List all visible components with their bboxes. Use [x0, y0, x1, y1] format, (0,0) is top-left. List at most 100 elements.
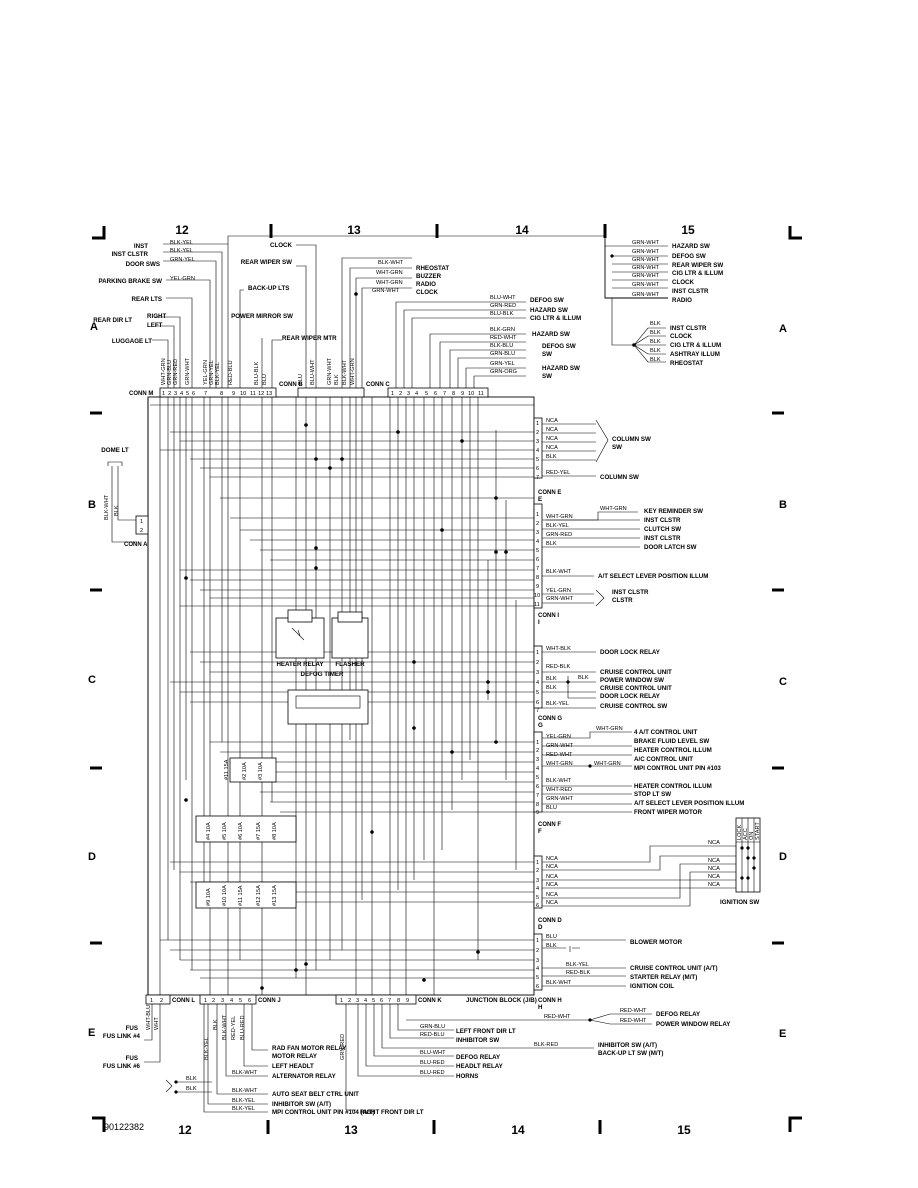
grid-row-e-left: E [88, 1027, 95, 1039]
svg-text:1: 1 [536, 512, 539, 518]
svg-text:AUTO SEAT BELT CTRL UNIT: AUTO SEAT BELT CTRL UNIT [272, 1091, 359, 1098]
svg-text:10: 10 [468, 391, 474, 397]
svg-text:HAZARD SW: HAZARD SW [532, 331, 570, 338]
svg-text:WHT-GRN: WHT-GRN [376, 280, 403, 286]
svg-text:GRN-RED: GRN-RED [546, 532, 572, 538]
top-center-list: BLK-WHT RHEOSTAT WHT-GRN BUZZER WHT-GRN … [341, 257, 449, 388]
svg-text:2: 2 [168, 391, 171, 397]
luggage-lt-label: LUGGAGE LT [112, 338, 152, 345]
svg-text:RED-WHT: RED-WHT [620, 1018, 647, 1024]
svg-text:BLK-WHT: BLK-WHT [104, 494, 110, 520]
svg-text:WHT-BLK: WHT-BLK [546, 646, 571, 652]
svg-text:#11 15A: #11 15A [224, 759, 230, 780]
svg-text:GRN-YEL: GRN-YEL [170, 257, 195, 263]
svg-text:GRN-RED: GRN-RED [173, 359, 179, 385]
svg-text:NCA: NCA [546, 418, 558, 424]
top-right-blk-list: BLK INST CLSTR BLK CLOCK BLK CIG LTR & I… [611, 298, 721, 367]
svg-text:GRN-BLU: GRN-BLU [420, 1024, 445, 1030]
svg-text:1: 1 [340, 998, 343, 1004]
svg-text:8: 8 [220, 391, 223, 397]
rear-dir-right: RIGHT [147, 313, 166, 320]
backup-lts-label: BACK-UP LTS [248, 285, 289, 292]
svg-text:13: 13 [266, 391, 272, 397]
svg-text:BLK: BLK [546, 676, 557, 682]
svg-text:BLK: BLK [650, 330, 661, 336]
svg-text:A/T SELECT LEVER POSITION ILLU: A/T SELECT LEVER POSITION ILLUM [634, 800, 744, 807]
svg-text:BLK: BLK [334, 374, 340, 385]
svg-text:BLK-WHT: BLK-WHT [232, 1070, 258, 1076]
svg-text:BLK: BLK [546, 454, 557, 460]
svg-text:ACC: ACC [743, 828, 749, 840]
svg-text:BLU-BLK: BLU-BLK [254, 361, 260, 385]
svg-text:GRN-WHT: GRN-WHT [372, 288, 400, 294]
svg-text:DOME LT: DOME LT [101, 447, 129, 454]
conn-c-label: CONN C [366, 382, 390, 388]
svg-text:DEFOG RELAY: DEFOG RELAY [656, 1011, 701, 1018]
svg-text:DOOR LATCH SW: DOOR LATCH SW [644, 544, 697, 551]
svg-text:CLOCK: CLOCK [416, 289, 439, 296]
svg-text:#9 10A: #9 10A [206, 888, 212, 906]
svg-text:BLK-WHT: BLK-WHT [232, 1088, 258, 1094]
svg-text:RED-BLK: RED-BLK [546, 664, 571, 670]
svg-text:DEFOG SW: DEFOG SW [672, 253, 706, 260]
svg-text:RHEOSTAT: RHEOSTAT [416, 265, 449, 272]
svg-text:#5 10A: #5 10A [222, 822, 228, 840]
svg-text:INST CLSTR: INST CLSTR [644, 535, 681, 542]
svg-text:F: F [538, 828, 542, 835]
grid-col-15-bottom: 15 [677, 1123, 691, 1137]
svg-text:CONN E: CONN E [538, 490, 561, 496]
svg-text:BLK-WHT: BLK-WHT [546, 980, 572, 986]
bottom-pin-strip: 1 2 CONN L 1 2 3 4 5 6 CONN J 1 2 3 4 5 … [145, 994, 537, 1005]
svg-text:BLU: BLU [546, 934, 557, 940]
svg-text:BLK-YEL: BLK-YEL [546, 523, 569, 529]
svg-text:#11 15A: #11 15A [238, 885, 244, 906]
svg-text:11: 11 [534, 602, 540, 608]
svg-text:BLK-YEL: BLK-YEL [232, 1098, 255, 1104]
svg-text:6: 6 [536, 984, 539, 990]
svg-text:5: 5 [186, 391, 189, 397]
svg-text:BLK: BLK [186, 1076, 197, 1082]
svg-text:FUS LINK #4: FUS LINK #4 [103, 1033, 141, 1040]
svg-text:6: 6 [192, 391, 195, 397]
svg-text:CLSTR: CLSTR [612, 597, 633, 604]
svg-text:NCA: NCA [708, 882, 720, 888]
svg-text:CONN K: CONN K [418, 998, 442, 1004]
svg-text:BLK: BLK [114, 505, 120, 516]
svg-text:BLK: BLK [650, 321, 661, 327]
svg-text:RADIO: RADIO [672, 297, 692, 304]
svg-text:RED-WHT: RED-WHT [544, 1014, 571, 1020]
svg-text:RIGHT FRONT DIR LT: RIGHT FRONT DIR LT [360, 1109, 424, 1116]
svg-text:HEATER CONTROL ILLUM: HEATER CONTROL ILLUM [634, 783, 712, 790]
svg-text:12: 12 [258, 391, 264, 397]
svg-text:POWER WINDOW RELAY: POWER WINDOW RELAY [656, 1021, 731, 1028]
relay-block[interactable]: HEATER RELAY FLASHER DEFOG TIMER [275, 609, 369, 725]
svg-text:CONN D: CONN D [538, 918, 562, 924]
svg-text:BLK: BLK [650, 348, 661, 354]
svg-text:D: D [538, 924, 543, 931]
svg-text:INST CLSTR: INST CLSTR [670, 325, 707, 332]
conn-d-group: CONN D D 12 34 56 BLU BLOWER MOTOR BLK B… [536, 918, 718, 990]
svg-text:MPI CONTROL UNIT PIN #104 (A/T: MPI CONTROL UNIT PIN #104 (A/T) [272, 1109, 375, 1116]
svg-text:5: 5 [425, 391, 428, 397]
svg-text:6: 6 [536, 557, 539, 563]
svg-text:GRN-WHT: GRN-WHT [632, 265, 660, 271]
svg-text:6: 6 [434, 391, 437, 397]
svg-text:A/C CONTROL UNIT: A/C CONTROL UNIT [634, 756, 693, 763]
svg-text:6: 6 [536, 784, 539, 790]
svg-text:7: 7 [536, 566, 539, 572]
svg-text:WHT-GRN: WHT-GRN [376, 270, 403, 276]
svg-text:#12 15A: #12 15A [256, 885, 262, 906]
svg-text:NCA: NCA [546, 427, 558, 433]
svg-text:CRUISE CONTROL UNIT: CRUISE CONTROL UNIT [600, 669, 672, 676]
svg-text:LOCK: LOCK [737, 824, 743, 840]
center-right-list: BLU-WHT DEFOG SW GRN-RED HAZARD SW BLU-B… [395, 295, 581, 388]
svg-text:NCA: NCA [546, 445, 558, 451]
svg-text:NCA: NCA [708, 866, 720, 872]
svg-text:MPI CONTROL UNIT PIN #103: MPI CONTROL UNIT PIN #103 [634, 765, 721, 772]
ignition-switch[interactable]: LOCK ACC ON START NCA NCA NCA NCA NCA IG… [708, 817, 761, 906]
svg-text:CLOCK: CLOCK [670, 333, 693, 340]
svg-text:BLU: BLU [262, 374, 268, 385]
svg-text:YEL-GRN: YEL-GRN [546, 588, 571, 594]
svg-text:CRUISE CONTROL SW: CRUISE CONTROL SW [600, 703, 667, 710]
